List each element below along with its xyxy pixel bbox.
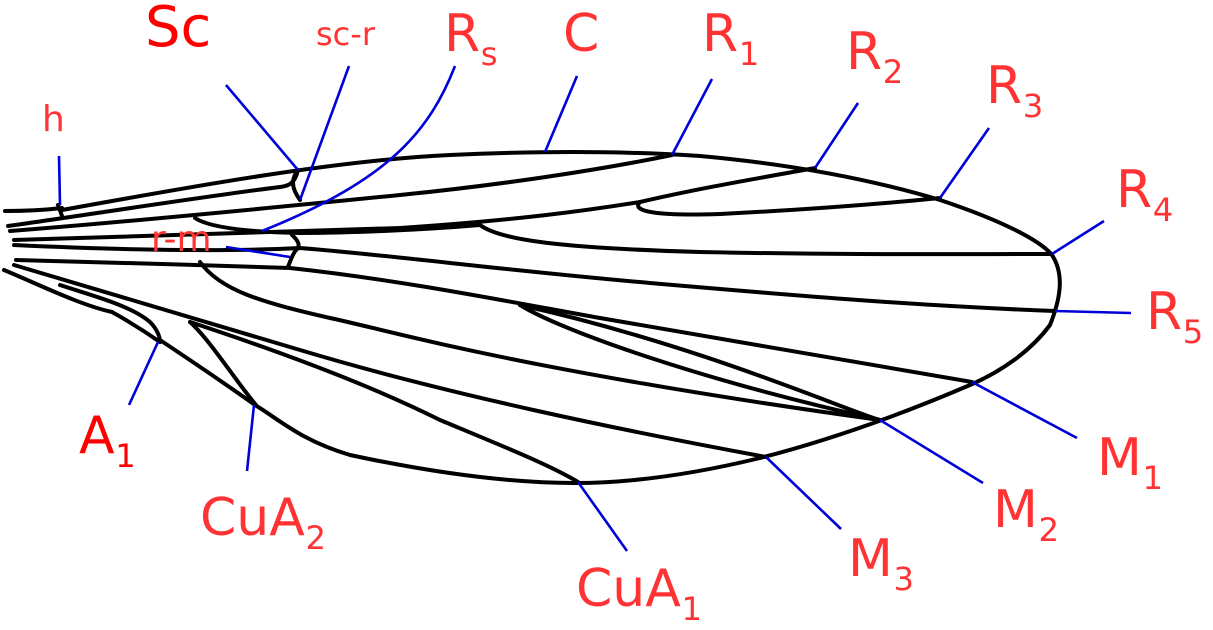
vein-sc-r-crossvein [291,168,302,202]
vein-r5 [12,243,1057,313]
label-h: h [42,99,65,140]
leader-rs [261,65,457,233]
leader-h [57,155,62,206]
vein-costa-base [3,206,64,213]
label-m3: M3 [848,529,915,598]
leader-r4 [1051,219,1105,256]
vein-cua1 [188,320,580,484]
leader-a1 [127,341,160,406]
label-r1: R1 [702,4,760,73]
label-cua2: CuA2 [200,488,326,557]
label-r2: R2 [846,22,904,91]
leader-c [543,75,579,153]
leader-r2 [813,102,860,169]
leader-sc-r [298,65,351,201]
leader-sc [225,84,299,171]
label-r-m: r-m [151,219,212,260]
label-m2: M2 [993,480,1060,549]
vein-cua2 [188,320,258,407]
label-c: C [563,4,600,64]
leader-r1 [670,78,714,156]
wing-outline-costa [60,150,1062,485]
label-rs: Rs [444,4,498,73]
leader-r3 [938,127,991,199]
label-cua1: CuA1 [576,559,702,628]
vein-a1 [2,268,162,344]
label-a1: A1 [79,406,136,475]
vein-m-stem [14,258,974,384]
leader-m1 [971,380,1078,440]
vein-rs-stem [12,166,817,242]
leader-m2 [879,418,984,485]
leader-m3 [765,456,842,530]
vein-m2-branch [518,303,882,422]
leader-r5 [1054,309,1132,315]
leader-cua2 [245,404,256,472]
vein-r3 [636,196,942,217]
label-m1: M1 [1097,428,1164,497]
vein-m3 [12,263,768,459]
vein-r-m-crossvein [286,233,301,269]
label-r3: R3 [986,56,1044,125]
vein-r1 [8,153,674,233]
leader-rm [225,245,291,259]
vein-a1-inner [58,283,162,344]
label-r4: R4 [1116,160,1174,229]
vein-humeral-crossvein [56,203,64,218]
vein-r4 [193,216,1054,257]
label-sc: Sc [145,0,212,60]
label-sc-r: sc-r [316,15,375,53]
label-r5: R5 [1146,282,1204,351]
leader-cua1 [576,481,629,552]
vein-m2 [198,260,882,422]
